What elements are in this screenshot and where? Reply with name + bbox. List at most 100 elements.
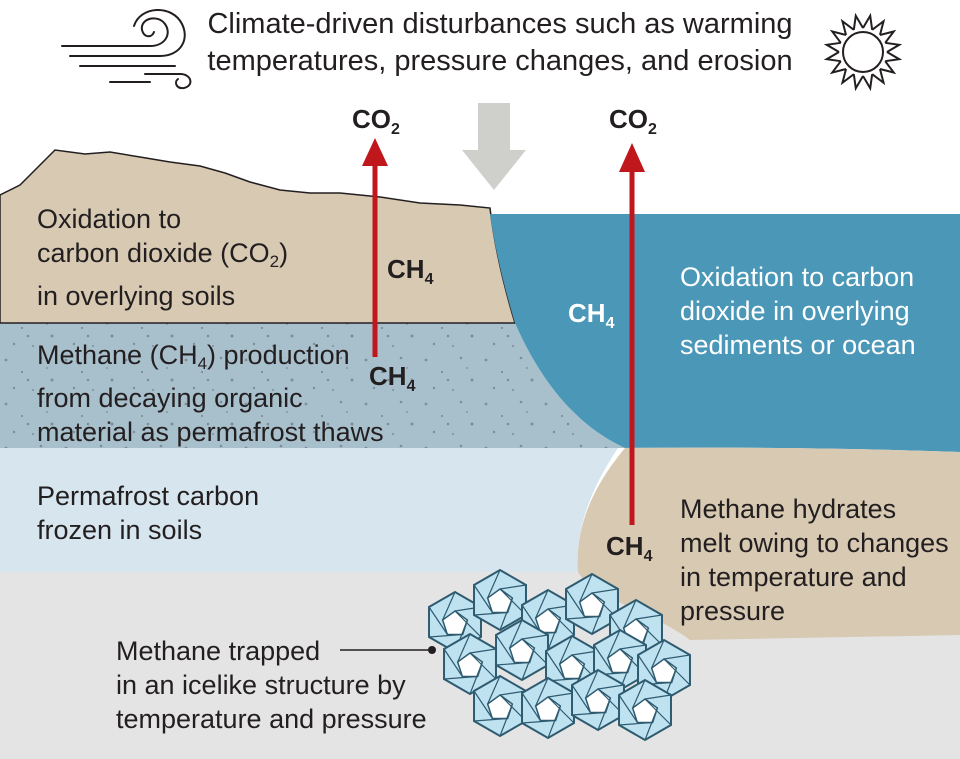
sun-ray [829, 29, 847, 44]
header-line-1: Climate-driven disturbances such as warm… [207, 8, 793, 40]
hydrate-cage-edge [428, 606, 448, 635]
hydrate-cage-edge [635, 614, 663, 620]
oxidation-ocean-label: Oxidation to carbon dioxide in overlying… [680, 260, 916, 362]
hydrate-cage-edge [499, 584, 527, 590]
sun-icon [823, 12, 903, 92]
hydrate-cage-edge [469, 648, 497, 654]
sun-ray [852, 74, 864, 92]
hydrate-cage-edge [545, 650, 565, 679]
hydrate-sediment [577, 447, 960, 640]
hydrate-cage-edge [499, 690, 527, 696]
hydrate-cage-edge [473, 690, 493, 719]
ch4-soil-sub: 4 [424, 271, 434, 288]
ch4-thaw-sub: 4 [406, 378, 416, 395]
hydrate-cage-edge [457, 633, 471, 663]
trapped-methane-label: Methane trapped in an icelike structure … [116, 634, 427, 736]
hydrate-cage-edge [473, 611, 508, 616]
hydrate-cage-edge [469, 652, 497, 680]
hydrate-cage-edge [565, 615, 600, 620]
hydrate-cage-edge [637, 654, 657, 683]
hydrates-line-4: pressure [680, 596, 786, 626]
oxidation-soils-subscript: 2 [269, 252, 280, 271]
ch4-label-soil: CH4 [387, 254, 433, 289]
methane-production-line-1: Methane (CH4) production [37, 338, 384, 381]
hydrate-cage-edge [487, 569, 501, 599]
hydrate-cage-edge [499, 597, 513, 631]
ch4-ocean-sub: 4 [605, 315, 615, 332]
hydrates-line-3: in temperature and [680, 562, 907, 592]
ch4-label-thaw: CH4 [369, 361, 415, 396]
hydrate-cage-edge [454, 610, 482, 638]
oxidation-soils-line-1: Oxidation to [37, 204, 182, 234]
hydrate-cage-edge [597, 697, 611, 731]
hydrate-cage-edge [443, 648, 463, 677]
hydrate-cage-edge [618, 694, 638, 723]
left-arrowhead [362, 138, 388, 166]
methane-production-subscript: 4 [197, 354, 208, 373]
permafrost-layer [0, 448, 618, 572]
trapped-line-1: Methane trapped [116, 636, 321, 666]
sun-ray [852, 12, 864, 30]
hydrate-cage-edge [644, 707, 658, 741]
trapped-leader-dot [428, 646, 436, 654]
hydrate-cage-edge [632, 679, 646, 709]
hydrate-cage-edge [651, 639, 665, 669]
hydrate-cage-edge [521, 692, 541, 721]
hydrate-cage-edge [428, 633, 463, 638]
sun-ray [862, 12, 874, 30]
header-text: Climate-driven disturbances such as warm… [180, 6, 820, 80]
sun-ray [862, 74, 874, 92]
hydrate-cage-edge [547, 617, 561, 651]
permafrost-line-2: frozen in soils [37, 515, 203, 545]
hydrate-cage-edge [521, 638, 549, 666]
methane-hydrate-crystals [428, 568, 691, 742]
co2-label-right: CO2 [609, 104, 657, 139]
hydrate-cage-edge [593, 644, 613, 673]
permafrost-line-1: Permafrost carbon [37, 481, 260, 511]
oxidation-soils-line-2: carbon dioxide (CO2) [37, 236, 288, 279]
ch4-soil-base: CH [387, 254, 425, 284]
hydrate-cage-edge [547, 608, 575, 636]
hydrate-cage-edge [509, 619, 523, 649]
co2-label-left: CO2 [352, 104, 400, 139]
sun-ray [840, 68, 855, 86]
wind-icon [61, 9, 192, 90]
hydrates-label: Methane hydrates melt owing to changes i… [680, 492, 949, 628]
hydrate-cage-edge [607, 629, 621, 659]
sun-ray [879, 60, 897, 75]
hydrate-cage-edge [521, 719, 556, 724]
hydrate-cage-edge [571, 684, 591, 713]
hydrate-cage-edge [473, 717, 508, 722]
hydrate-cage-edge [663, 658, 691, 686]
hydrate-cage-edge [535, 589, 549, 619]
hydrate-cage-edge [487, 675, 501, 705]
hydrate-cage-edge [547, 696, 575, 724]
hydrate-cage-edge [499, 703, 513, 737]
hydrate-cage-edge [547, 692, 575, 698]
hydrates-line-2: melt owing to changes [680, 528, 949, 558]
hydrate-cage-edge [585, 669, 599, 699]
sun-ray [885, 41, 903, 53]
hydrate-cage-edge [571, 711, 606, 716]
hydrate-cage-edge [619, 644, 647, 650]
ch4-ocean-base: CH [568, 298, 606, 328]
sun-ray [829, 60, 847, 75]
header-line-2: temperatures, pressure changes, and eros… [207, 45, 793, 77]
trapped-line-2: in an icelike structure by [116, 670, 406, 700]
sun-ray [823, 41, 841, 53]
hydrate-cage-edge [535, 677, 549, 707]
methane-production-label: Methane (CH4) production from decaying o… [37, 338, 384, 449]
ch4-label-hydrate: CH4 [606, 531, 652, 566]
hydrate-cage-edge [565, 588, 585, 617]
methane-production-line-2: from decaying organic [37, 383, 303, 413]
methane-production-line-1b: ) production [207, 340, 350, 370]
hydrate-cage-edge [469, 661, 483, 695]
hydrate-cage-edge [579, 573, 593, 603]
methane-production-line-3: material as permafrost thaws [37, 417, 384, 447]
oxidation-soils-line-2b: ) [279, 238, 289, 268]
oxidation-soils-line-3: in overlying soils [37, 281, 236, 311]
ch4-hydrate-base: CH [606, 531, 644, 561]
sun-ray [879, 29, 897, 44]
